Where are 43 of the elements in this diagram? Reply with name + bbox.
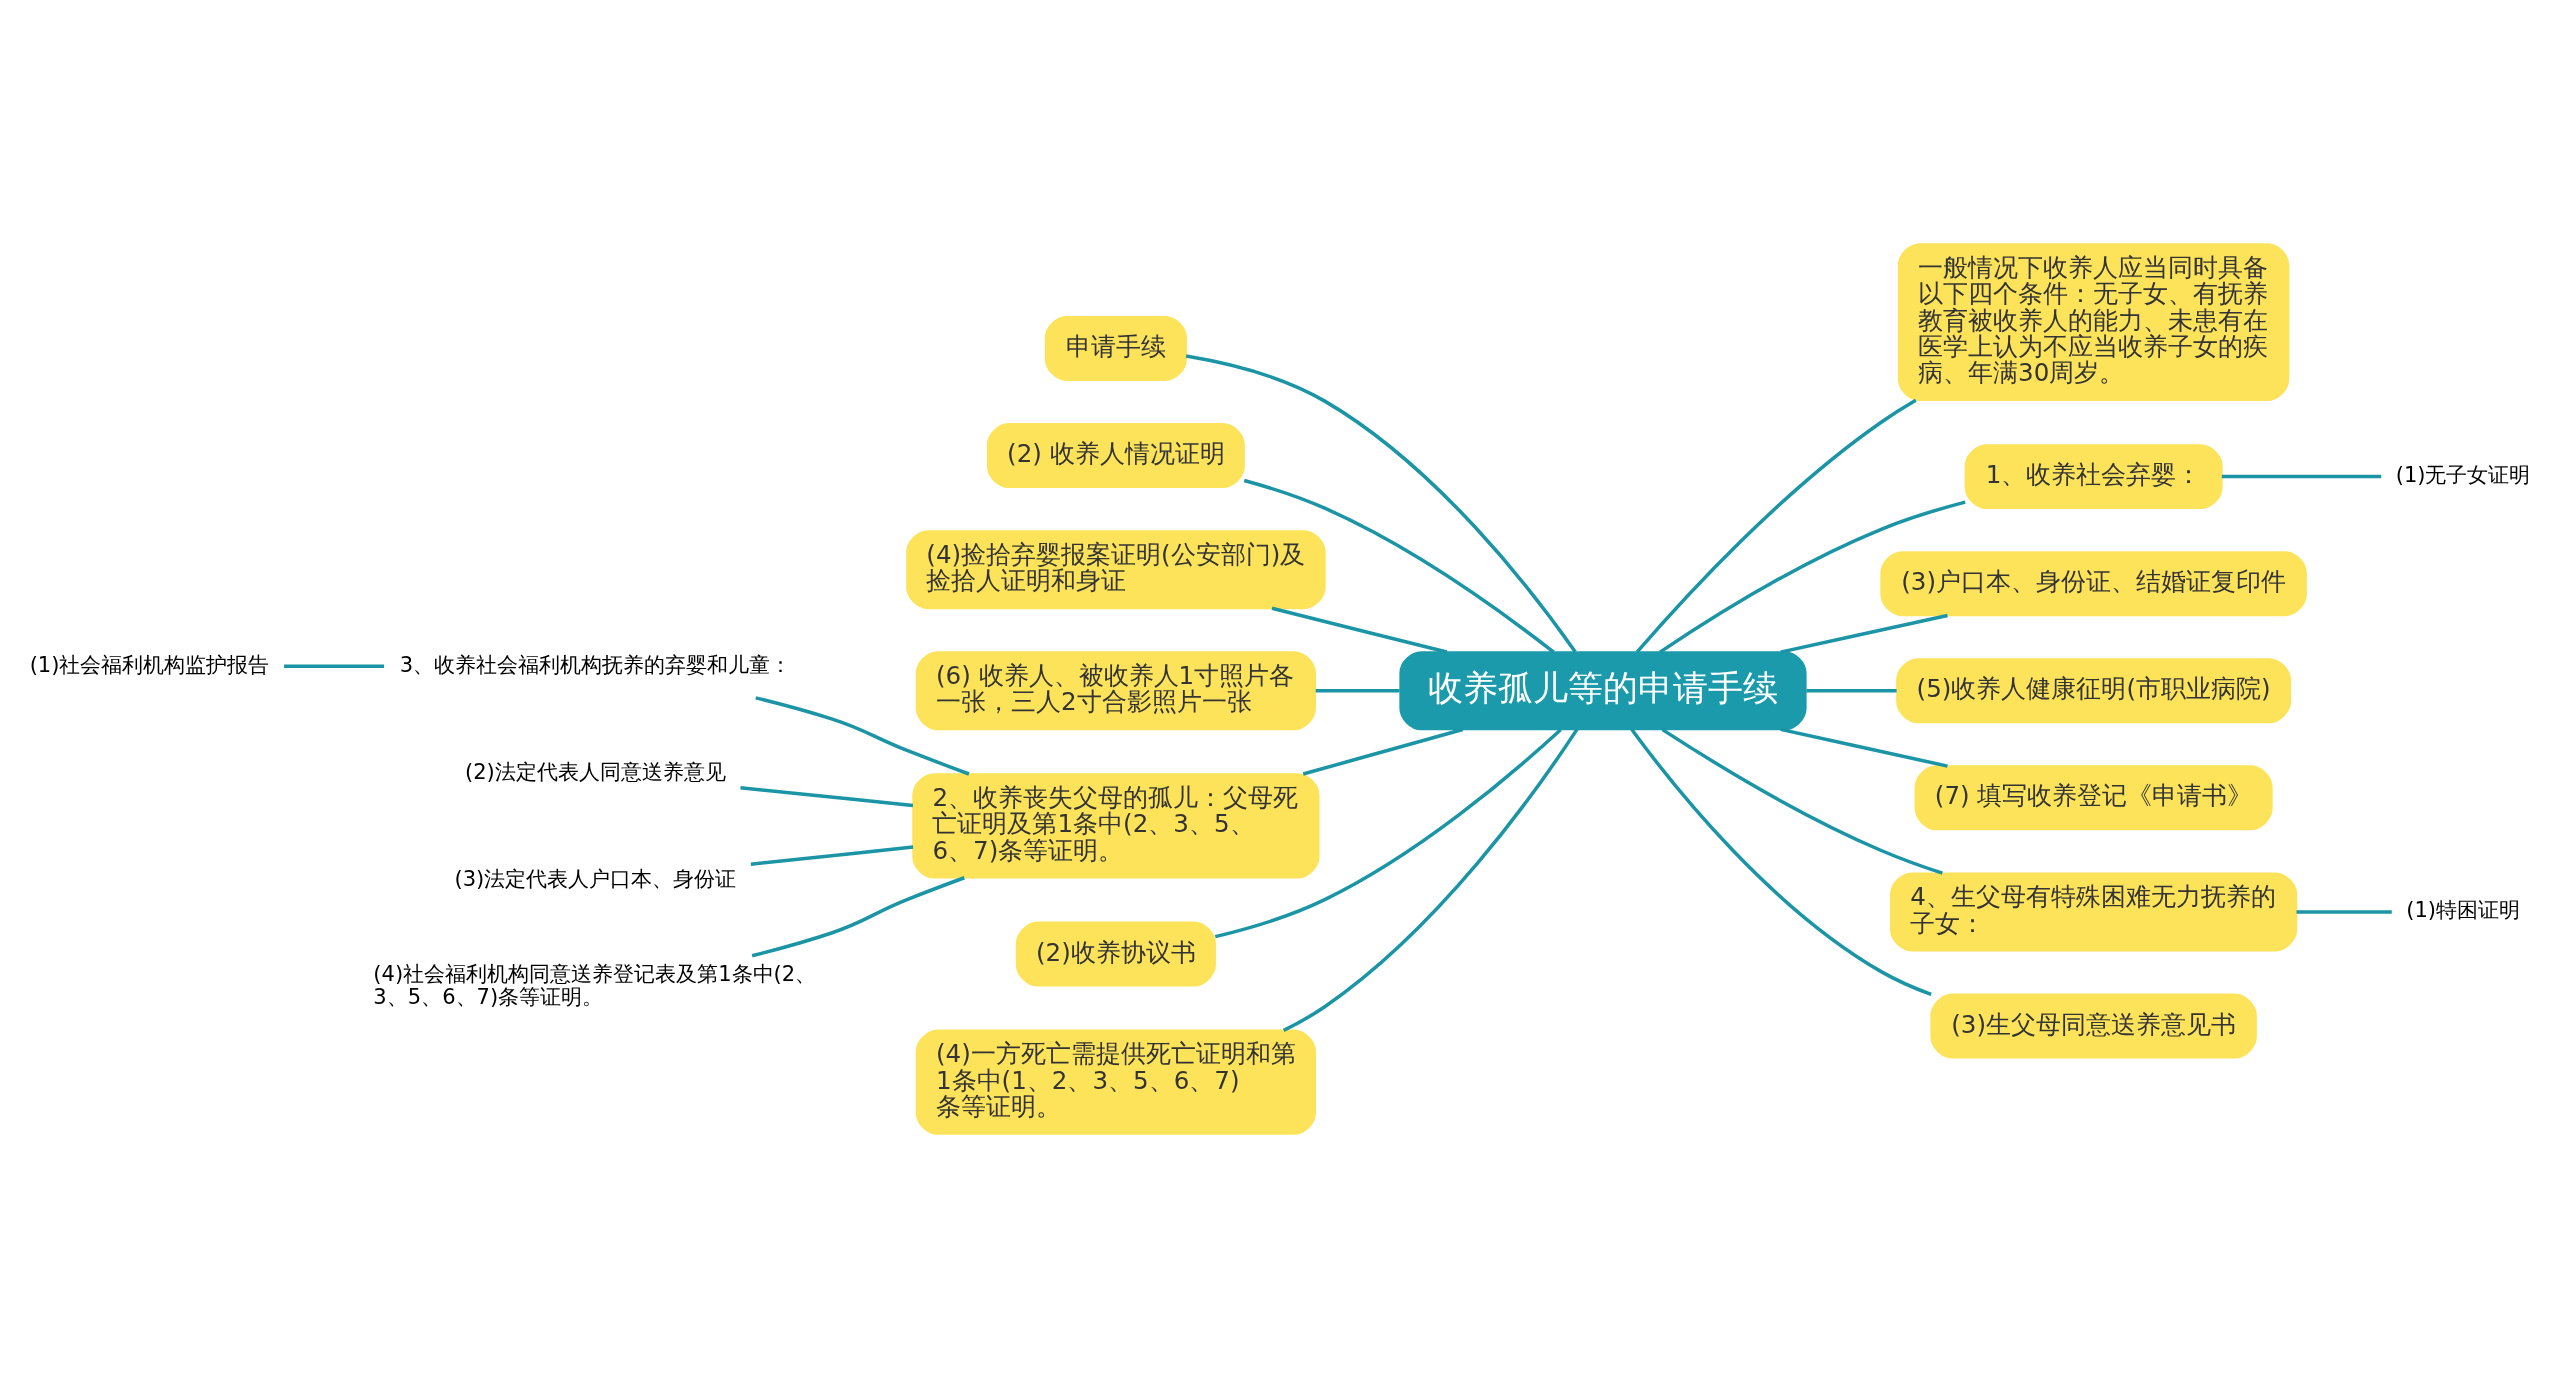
connector: [1271, 606, 1448, 654]
connector: [1780, 613, 1948, 654]
node-text: (1)特困证明: [2406, 896, 2521, 922]
connector: [750, 844, 914, 866]
node-box: (6) 收养人、被收养人1寸照片各一张，三人2寸合影照片一张: [915, 650, 1316, 730]
connector: [1806, 688, 1897, 692]
node-box: (2) 收养人情况证明: [986, 422, 1245, 488]
node-box: (4)捡拾弃婴报案证明(公安部门)及捡拾人证明和身证: [906, 529, 1326, 609]
node-text: (1)社会福利机构监护报告: [29, 651, 270, 677]
node-text: (3)法定代表人户口本、身份证: [454, 865, 737, 891]
node-box: (3)户口本、身份证、结婚证复印件: [1880, 550, 2307, 616]
node-box: 一般情况下收养人应当同时具备以下四个条件：无子女、有抚养教育被收养人的能力、未患有在医学上认为不应当收养子女的疾病、年满30周岁。: [1897, 242, 2290, 401]
connector: [755, 695, 970, 776]
connector: [1282, 727, 1579, 1032]
connector: [740, 785, 914, 807]
connector: [751, 875, 965, 957]
node-box: 1、收养社会弃婴：: [1964, 443, 2223, 509]
connector: [1661, 727, 1943, 875]
connector: [284, 663, 385, 668]
connector: [1635, 398, 1917, 653]
node-text: (1)无子女证明: [2395, 461, 2531, 487]
node-box: 收养孤儿等的申请手续: [1399, 650, 1807, 730]
connector: [1185, 353, 1577, 653]
connector: [2221, 474, 2382, 478]
connector: [1243, 478, 1555, 653]
connector: [2296, 909, 2392, 914]
connector: [1780, 727, 1948, 768]
node-box: (2)收养协议书: [1015, 921, 1216, 987]
connector: [1315, 688, 1400, 692]
node-text: (4)社会福利机构同意送养登记表及第1条中(2、3、5、6、7)条等证明。: [373, 960, 817, 1009]
connector: [1659, 499, 1966, 654]
connector: [1630, 727, 1932, 996]
node-text: 3、收养社会福利机构抚养的弃婴和儿童：: [399, 651, 792, 677]
connector: [1214, 727, 1562, 938]
node-box: (5)收养人健康征明(市职业病院): [1896, 657, 2292, 723]
node-box: 2、收养丧失父母的孤儿：父母死亡证明及第1条中(2、3、5、6、7)条等证明。: [912, 772, 1320, 879]
node-text: (2)法定代表人同意送养意见: [465, 758, 726, 784]
node-box: 申请手续: [1044, 315, 1187, 381]
node-box: (7) 填写收养登记《申请书》: [1914, 764, 2273, 830]
node-box: (3)生父母同意送养意见书: [1930, 993, 2257, 1058]
node-box: 4、生父母有特殊困难无力抚养的子女：: [1889, 871, 2298, 951]
node-box: (4)一方死亡需提供死亡证明和第1条中(1、2、3、5、6、7)条等证明。: [915, 1029, 1316, 1135]
connector: [1302, 727, 1464, 776]
